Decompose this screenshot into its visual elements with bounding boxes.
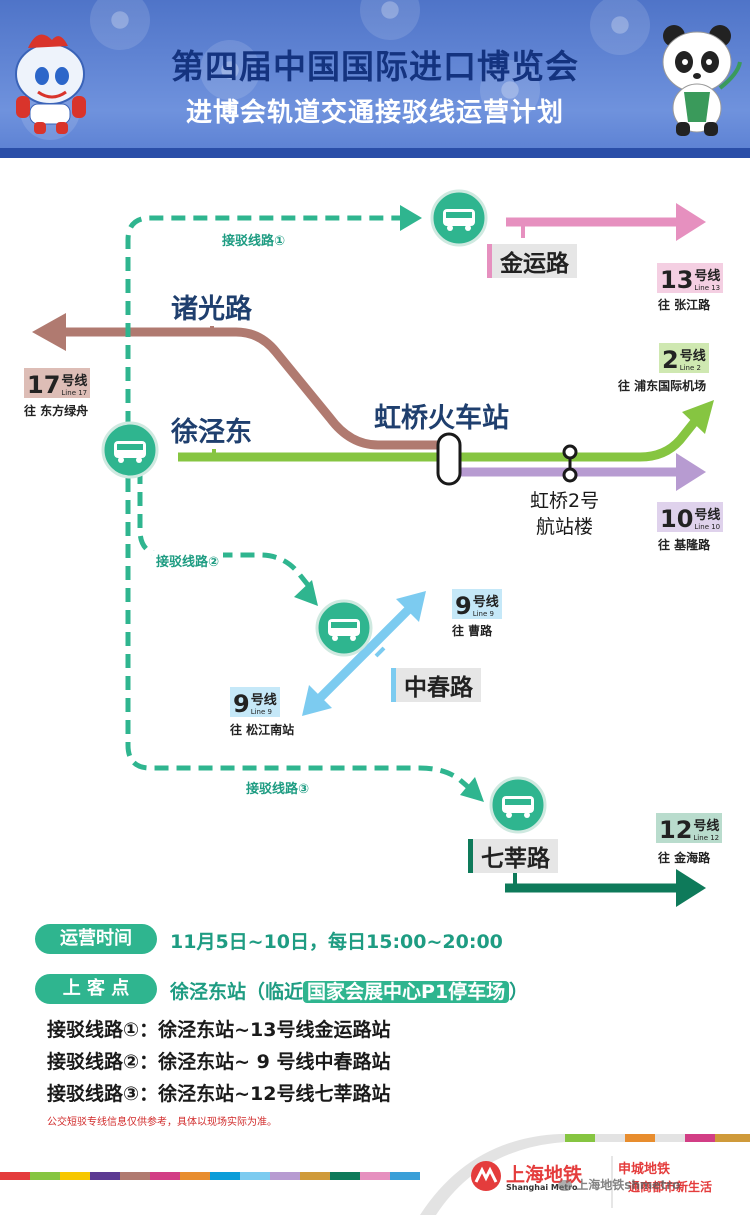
station-zhongchun: 中春路 (391, 668, 481, 702)
wechat-icon (558, 1180, 572, 1191)
line-2-number: 2 (662, 346, 679, 374)
hongqiao-t2-node-icon (562, 444, 578, 460)
bus-icon (101, 421, 159, 479)
shuttle-3-arrow (460, 777, 484, 802)
station-qixin: 七莘路 (468, 839, 558, 873)
line-13-direction: 往 张江路 (658, 298, 711, 312)
pickup-point-highlight: 国家会展中心P1停车场 (303, 981, 510, 1003)
station-hongqiao-rail: 虹桥火车站 (374, 403, 509, 434)
route-line-2: 接驳线路②：徐泾东站~ 9 号线中春路站 (47, 1051, 391, 1073)
hongqiao-rail-interchange-icon (436, 432, 462, 486)
line-17-arrow (32, 313, 66, 351)
line-12-hx: 号线 (693, 819, 720, 834)
header-banner: 第四届中国国际进口博览会 进博会轨道交通接驳线运营计划 (0, 0, 750, 158)
pickup-point-close: ） (509, 981, 529, 1003)
line-10-arrow (676, 453, 706, 491)
pickup-point-value: 徐泾东站（临近国家会展中心P1停车场） (170, 977, 528, 1004)
station-xujingdong: 徐泾东 (171, 417, 252, 448)
shuttle-route-1-path (125, 215, 405, 425)
page-title: 第四届中国国际进口博览会 (171, 47, 579, 86)
line-13-en: Line 13 (694, 284, 721, 292)
line-13-arrow (676, 203, 706, 241)
footer-decor (0, 1134, 750, 1215)
line-9-hx: 号线 (472, 595, 499, 610)
hongqiao-t2-node-icon (562, 467, 578, 483)
route-map (32, 189, 714, 907)
line-9-en: Line 9 (472, 610, 494, 618)
line-10-number: 10 (660, 505, 694, 533)
pickup-point-text: 徐泾东站（临近 (170, 981, 304, 1003)
panda-mascot-icon (662, 25, 742, 136)
line-17-number: 17 (27, 371, 61, 399)
bus-icon (489, 776, 547, 834)
line-9-direction-south: 往 松江南站 (230, 723, 295, 737)
line-9-en: Line 9 (250, 708, 272, 716)
line-9-track (314, 604, 414, 704)
station-zhuguang: 诸光路 (171, 294, 252, 325)
line-2-hx: 号线 (679, 349, 706, 364)
line-12-en: Line 12 (693, 834, 720, 842)
line-2-direction: 往 浦东国际机场 (618, 379, 707, 393)
line-13-number: 13 (660, 266, 694, 294)
decor-flower (480, 60, 540, 120)
shuttle-2-arrow (294, 580, 318, 606)
operating-time-value: 11月5日~10日，每日15:00~20:00 (170, 931, 503, 953)
shuttle-1-arrow (400, 205, 422, 231)
station-jinyun: 金运路 (487, 244, 577, 278)
line-9-arrow-ne (396, 591, 426, 622)
line-17-direction: 往 东方绿舟 (24, 404, 89, 418)
line-9-direction-north: 往 曹路 (452, 624, 493, 638)
operating-time-label: 运营时间 (35, 924, 157, 954)
shuttle-route-2-label: 接驳线路② (152, 551, 224, 570)
shuttle-route-1-label: 接驳线路① (218, 230, 290, 249)
brand-name-en: Shanghai Metro (506, 1183, 578, 1192)
line-12-number: 12 (659, 816, 693, 844)
watermark: 上海地铁shmetro (558, 1176, 680, 1193)
line-2-en: Line 2 (679, 364, 701, 372)
line-9-number: 9 (233, 690, 250, 718)
decor-flower (200, 40, 260, 100)
line-12-arrow (676, 869, 706, 907)
station-hongqiao-t2: 虹桥2号 航站楼 (530, 490, 600, 538)
line-2-track (178, 417, 700, 462)
shuttle-route-3-label: 接驳线路③ (242, 778, 314, 797)
line-9-arrow-sw (302, 685, 332, 716)
page-subtitle: 进博会轨道交通接驳线运营计划 (185, 98, 564, 128)
disclaimer-note: 公交短驳专线信息仅供参考，具体以现场实际为准。 (47, 1117, 277, 1128)
shuttle-route-2-path (137, 470, 314, 592)
line-9-hx: 号线 (250, 693, 277, 708)
header-stripe (0, 148, 750, 158)
line-17-track (55, 327, 448, 450)
shuttle-route-3-path (125, 478, 476, 794)
line-12-direction: 往 金海路 (658, 851, 711, 865)
slogan-line-1: 申城地铁 (618, 1162, 671, 1177)
pickup-point-label: 上 客 点 (35, 974, 157, 1004)
line-17-hx: 号线 (61, 374, 88, 389)
bus-icon (315, 599, 373, 657)
robot-mascot-icon (15, 34, 86, 134)
line-10-en: Line 10 (694, 523, 721, 531)
zhongchun-tick (374, 646, 386, 658)
route-line-1: 接驳线路①：徐泾东站~13号线金运路站 (47, 1019, 391, 1041)
line-9-number: 9 (455, 592, 472, 620)
line-10-hx: 号线 (694, 508, 721, 523)
watermark-text: 上海地铁shmetro (576, 1178, 681, 1192)
line-10-direction: 往 基隆路 (658, 538, 711, 552)
decor-flower (90, 0, 150, 50)
decor-flower (590, 0, 650, 55)
line-13-hx: 号线 (694, 269, 721, 284)
slogan-line-2: 通商都市新生活 (628, 1180, 713, 1194)
bus-icon (430, 189, 488, 247)
route-line-3: 接驳线路③：徐泾东站~12号线七莘路站 (47, 1083, 391, 1105)
line-17-en: Line 17 (61, 389, 88, 397)
line-2-arrow (682, 400, 714, 434)
